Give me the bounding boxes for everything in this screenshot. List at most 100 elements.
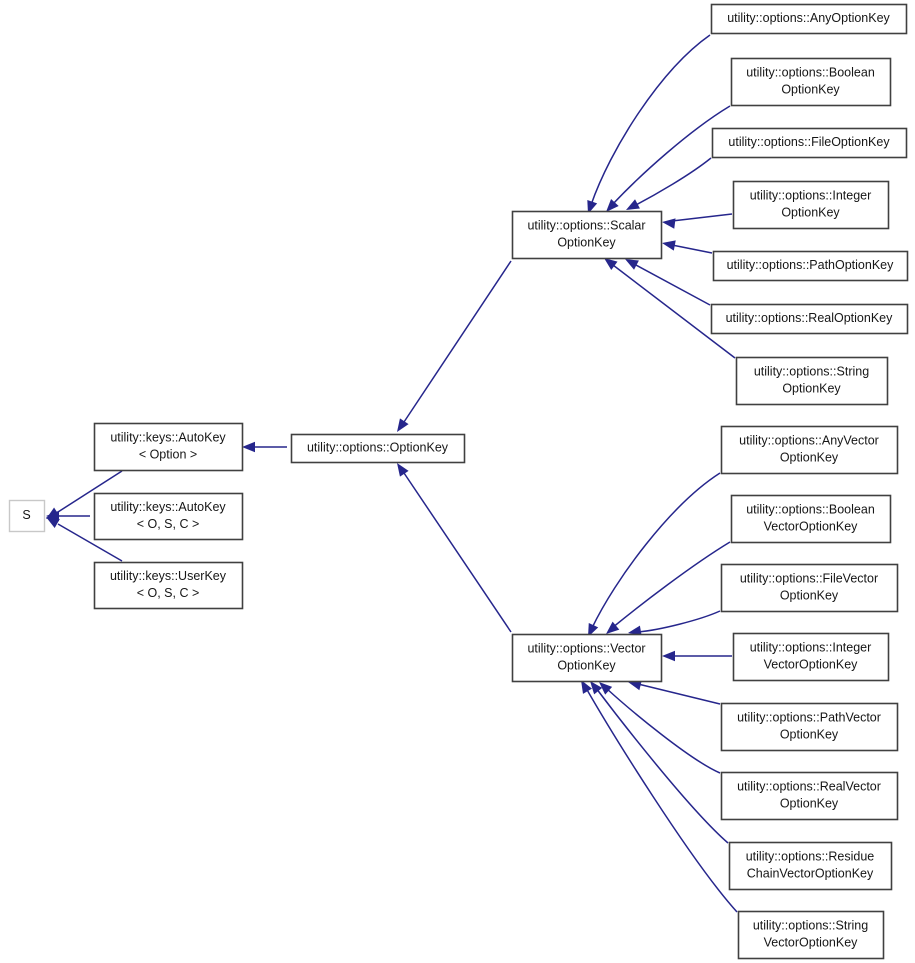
class-node-any[interactable]: utility::options::AnyOptionKey [710,3,908,35]
class-node-autokey-osc[interactable]: utility::keys::AutoKey< O, S, C > [93,492,244,541]
class-node-box[interactable] [290,433,466,464]
inheritance-edge [628,680,721,705]
class-node-file[interactable]: utility::options::FileOptionKey [711,127,908,159]
inheritance-edge [588,472,721,637]
inheritance-edge [606,105,731,212]
class-node-box[interactable] [511,633,663,683]
edge-line [671,244,713,254]
class-node-optionkey[interactable]: utility::options::OptionKey [290,433,466,464]
class-node-box[interactable] [730,494,892,544]
arrowhead-icon [604,258,618,270]
class-node-box[interactable] [93,561,244,610]
class-node-box[interactable] [728,841,893,891]
class-node-box[interactable] [712,250,909,282]
class-node-box[interactable] [732,180,890,230]
class-node-box[interactable] [93,492,244,541]
class-node-label: utility::options::Vector [527,641,645,655]
arrowhead-icon [626,199,640,210]
class-node-label: utility::options::PathVector [737,710,881,724]
arrowhead-icon [606,198,619,212]
class-node-box[interactable] [720,702,899,752]
class-node-vector[interactable]: utility::options::VectorOptionKey [511,633,663,683]
class-node-real[interactable]: utility::options::RealOptionKey [710,303,909,335]
class-node-box[interactable] [710,303,909,335]
class-node-autokey-option[interactable]: utility::keys::AutoKey< Option > [93,422,244,472]
arrowhead-icon [397,463,409,477]
class-node-box[interactable] [8,499,46,533]
edges-layer [46,34,738,913]
class-node-label: OptionKey [782,381,841,395]
class-node-label: utility::keys::AutoKey [110,430,226,444]
inheritance-edge [242,441,287,453]
class-node-label: OptionKey [780,796,839,810]
class-node-userkey-osc[interactable]: utility::keys::UserKey< O, S, C > [93,561,244,610]
class-node-label: utility::options::String [753,918,868,932]
class-node-box[interactable] [737,910,885,960]
arrowhead-icon [590,681,603,695]
class-node-label: VectorOptionKey [764,657,859,671]
arrowhead-icon [599,682,613,695]
class-node-box[interactable] [511,210,663,260]
class-node-label: utility::options::Boolean [746,65,875,79]
class-node-label: utility::options::FileVector [740,571,878,585]
class-node-box[interactable] [732,632,890,682]
class-node-box[interactable] [720,771,899,821]
class-node-box[interactable] [730,57,892,107]
inheritance-edge [397,260,512,432]
class-node-label: utility::options::FileOptionKey [728,135,890,149]
arrowhead-icon [628,625,642,636]
inheritance-edge [628,610,721,636]
inheritance-edge [46,517,123,562]
edge-line [605,687,721,774]
class-node-box[interactable] [735,356,889,406]
class-node-label: < O, S, C > [137,586,200,600]
class-node-box[interactable] [93,422,244,472]
class-node-label: OptionKey [780,450,839,464]
class-node-label: ChainVectorOptionKey [747,866,874,880]
edge-line [57,470,123,513]
class-node-residue-chain[interactable]: utility::options::ResidueChainVectorOpti… [728,841,893,891]
arrowhead-icon [628,680,642,691]
inheritance-edge [662,650,732,662]
edge-line [633,157,712,207]
class-node-s[interactable]: S [8,499,46,533]
arrowhead-icon [242,441,255,453]
arrowhead-icon [397,418,409,432]
class-node-label: utility::options::Residue [746,849,875,863]
class-node-label: OptionKey [557,235,616,249]
class-node-label: OptionKey [781,82,840,96]
class-node-label: utility::options::OptionKey [307,440,449,454]
class-node-label: VectorOptionKey [764,519,859,533]
inheritance-edge [606,541,731,634]
inheritance-edge [587,34,711,214]
class-node-label: utility::options::Boolean [746,502,875,516]
class-node-label: utility::options::AnyOptionKey [727,11,890,25]
edge-line [585,687,738,913]
class-node-label: VectorOptionKey [764,935,859,949]
class-node-label: utility::keys::AutoKey [110,500,226,514]
inheritance-edge [662,240,713,254]
class-node-label: utility::options::Scalar [527,218,645,232]
class-node-box[interactable] [711,127,908,159]
class-node-box[interactable] [720,563,899,613]
arrowhead-icon [662,650,675,662]
inheritance-edge [625,259,711,306]
class-node-path[interactable]: utility::options::PathOptionKey [712,250,909,282]
class-node-box[interactable] [720,425,899,475]
class-node-label: utility::options::AnyVector [739,433,879,447]
class-node-box[interactable] [710,3,908,35]
